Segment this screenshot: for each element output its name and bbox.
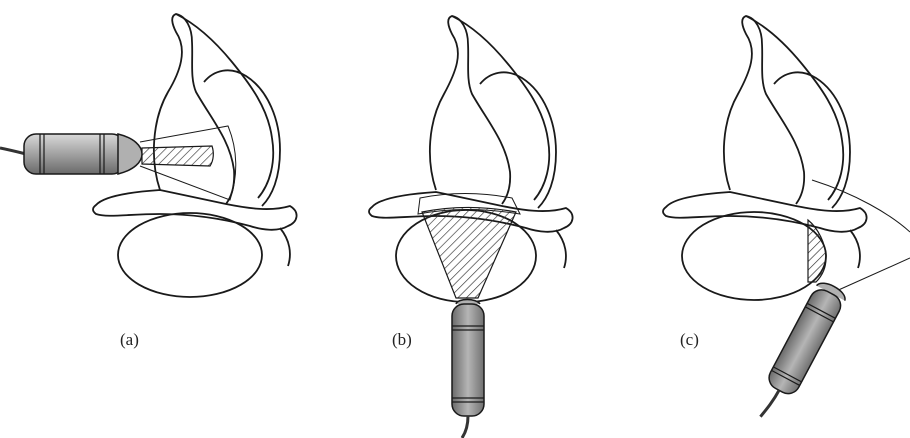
panel-label-c: (c): [680, 330, 699, 349]
panel-label-b: (b): [392, 330, 412, 349]
imaged-region-a: [142, 146, 213, 166]
beam-fan-c: [812, 180, 910, 292]
probe-a: [0, 134, 142, 174]
panel-c: (c): [663, 16, 910, 426]
panel-b: (b): [369, 16, 573, 438]
heart-outline-c: [663, 16, 867, 300]
panel-label-a: (a): [120, 330, 139, 349]
imaged-region-b: [422, 208, 516, 299]
probe-c: [750, 279, 848, 426]
probe-b: [452, 300, 484, 438]
panel-a: (a): [0, 14, 297, 349]
